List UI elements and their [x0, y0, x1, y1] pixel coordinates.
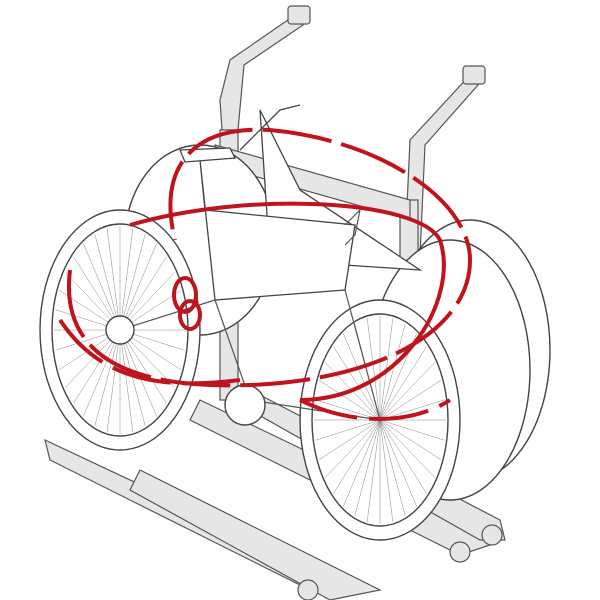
wheel-spoke: [315, 419, 381, 441]
wheel-spoke: [83, 243, 121, 331]
wheel-spoke: [94, 233, 121, 331]
wheel-spoke: [379, 323, 406, 421]
wheel-spoke: [119, 233, 146, 331]
wheel-spoke: [379, 419, 417, 507]
wheel-spoke: [94, 329, 121, 427]
wheel-spoke: [119, 329, 146, 427]
wheel-spoke: [379, 419, 436, 478]
wheel-spoke: [379, 419, 445, 441]
wheel-spoke: [343, 419, 381, 507]
wheel-spoke: [354, 419, 381, 517]
wheel-spoke: [324, 419, 381, 478]
wheel-spoke: [119, 243, 157, 331]
wheel-spoke: [315, 399, 381, 421]
wheel-spoke: [366, 317, 381, 421]
wheel-spoke: [333, 419, 381, 494]
wheel-spoke: [106, 227, 121, 331]
wheel-spoke: [333, 346, 381, 421]
wheel-spoke: [83, 329, 121, 417]
wheel-spoke: [379, 379, 442, 421]
wheel-spoke: [119, 227, 134, 331]
wheel-spoke: [379, 362, 436, 421]
wheel-spoke: [366, 419, 381, 523]
wheel-spoke: [119, 329, 134, 433]
wheel-spoke: [379, 419, 406, 517]
wheel-spoke: [379, 419, 394, 523]
wheel-spoke: [343, 333, 381, 421]
wheel-spoke: [379, 346, 427, 421]
wheel-spoke: [318, 419, 381, 461]
wheel-spoke: [379, 419, 442, 461]
wheel-spoke: [318, 379, 381, 421]
wheel-spoke: [106, 329, 121, 433]
wheel-spoke: [379, 419, 427, 494]
cable-lock: [58, 127, 473, 421]
